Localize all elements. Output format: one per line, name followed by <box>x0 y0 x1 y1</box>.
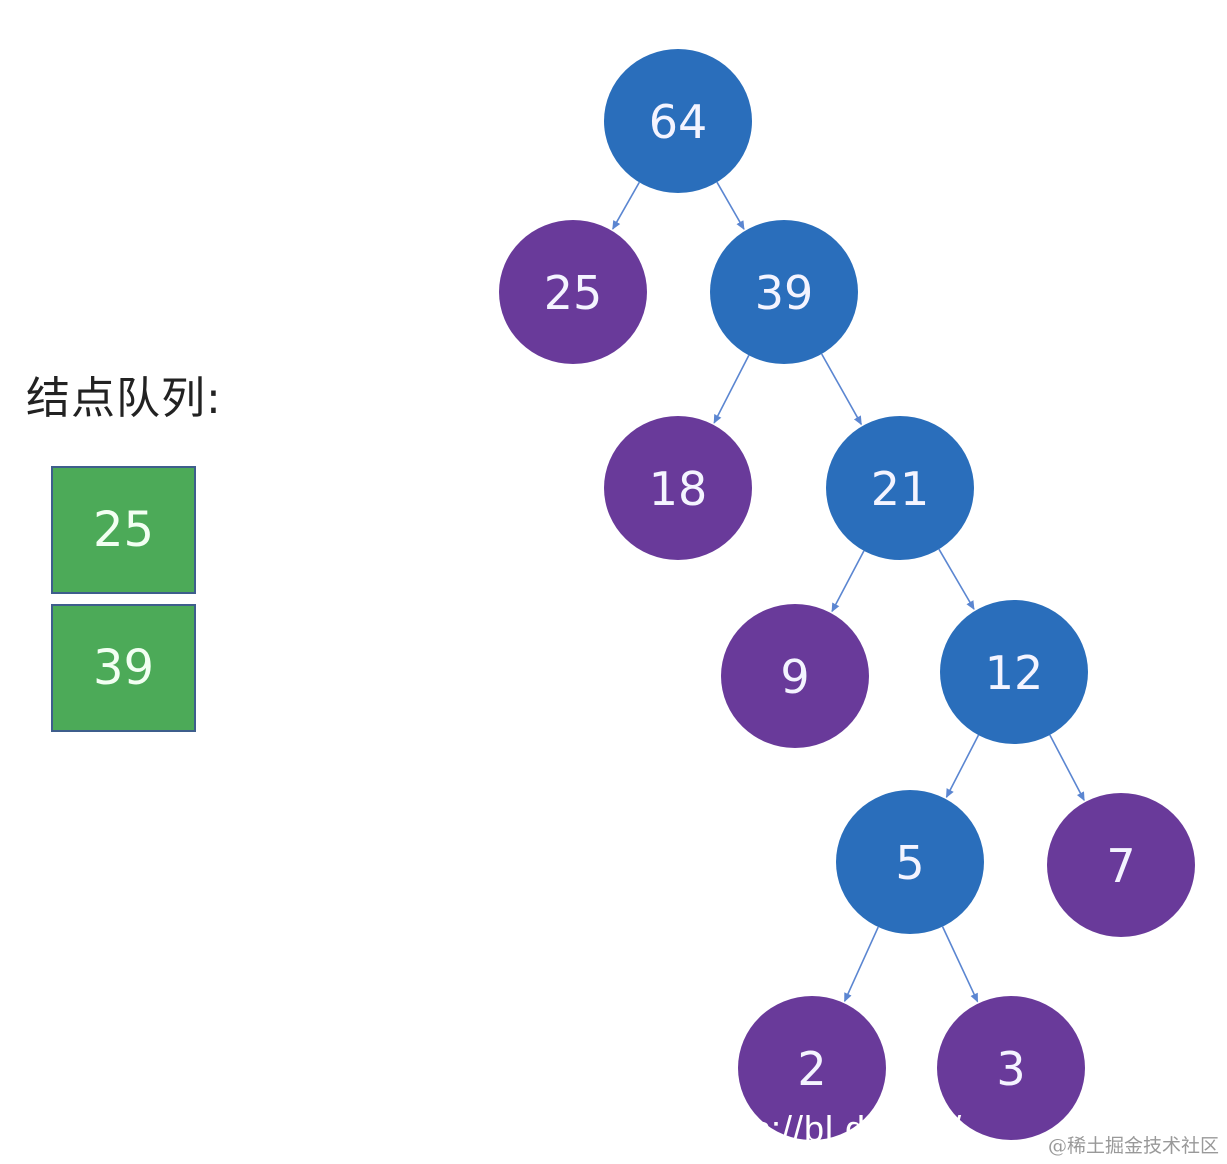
tree-edge-64-25 <box>612 181 640 230</box>
tree-edge-5-3 <box>941 926 979 1003</box>
node-circle <box>940 600 1088 744</box>
node-label: 18 <box>649 462 708 516</box>
tree-edge-21-12 <box>938 548 975 610</box>
node-circle <box>721 604 869 748</box>
node-circle <box>738 996 886 1140</box>
node-circle <box>836 790 984 934</box>
tree-node-5: 5 <box>836 790 984 934</box>
tree-node-7: 7 <box>1047 793 1195 937</box>
queue-title: 结点队列: <box>26 373 222 424</box>
tree-node-9: 9 <box>721 604 869 748</box>
tree-node-3: 3 <box>937 996 1085 1140</box>
tree-node-18: 18 <box>604 416 752 560</box>
tree-edge-39-21 <box>820 353 862 426</box>
watermark-url: s://bl dn.net/ <box>752 1108 963 1149</box>
node-label: 21 <box>871 462 930 516</box>
node-circle <box>499 220 647 364</box>
tree-node-12: 12 <box>940 600 1088 744</box>
watermark-site: @稀土掘金技术社区 <box>1047 1135 1219 1157</box>
tree-node-39: 39 <box>710 220 858 364</box>
tree-node-21: 21 <box>826 416 974 560</box>
node-label: 7 <box>1106 839 1135 893</box>
tree-edge-12-5 <box>945 734 980 798</box>
tree-node-25: 25 <box>499 220 647 364</box>
tree-node-64: 64 <box>604 49 752 193</box>
queue-item: 39 <box>51 604 196 732</box>
node-circle <box>1047 793 1195 937</box>
node-circle <box>826 416 974 560</box>
node-circle <box>604 416 752 560</box>
tree-node-2: 2 <box>738 996 886 1140</box>
node-label: 25 <box>544 266 603 320</box>
node-label: 3 <box>996 1042 1025 1096</box>
node-circle <box>604 49 752 193</box>
node-label: 9 <box>780 650 809 704</box>
node-label: 12 <box>985 646 1044 700</box>
node-label: 2 <box>797 1042 826 1096</box>
tree-edge-64-39 <box>716 181 745 230</box>
node-circle <box>710 220 858 364</box>
queue-item: 25 <box>51 466 196 594</box>
node-label: 39 <box>755 266 814 320</box>
tree-edge-39-18 <box>713 354 750 424</box>
node-circle <box>937 996 1085 1140</box>
node-label: 5 <box>895 836 924 890</box>
node-label: 64 <box>649 95 708 149</box>
tree-edge-5-2 <box>843 926 879 1003</box>
tree-edge-21-9 <box>831 550 865 613</box>
tree-edge-12-7 <box>1049 734 1085 802</box>
